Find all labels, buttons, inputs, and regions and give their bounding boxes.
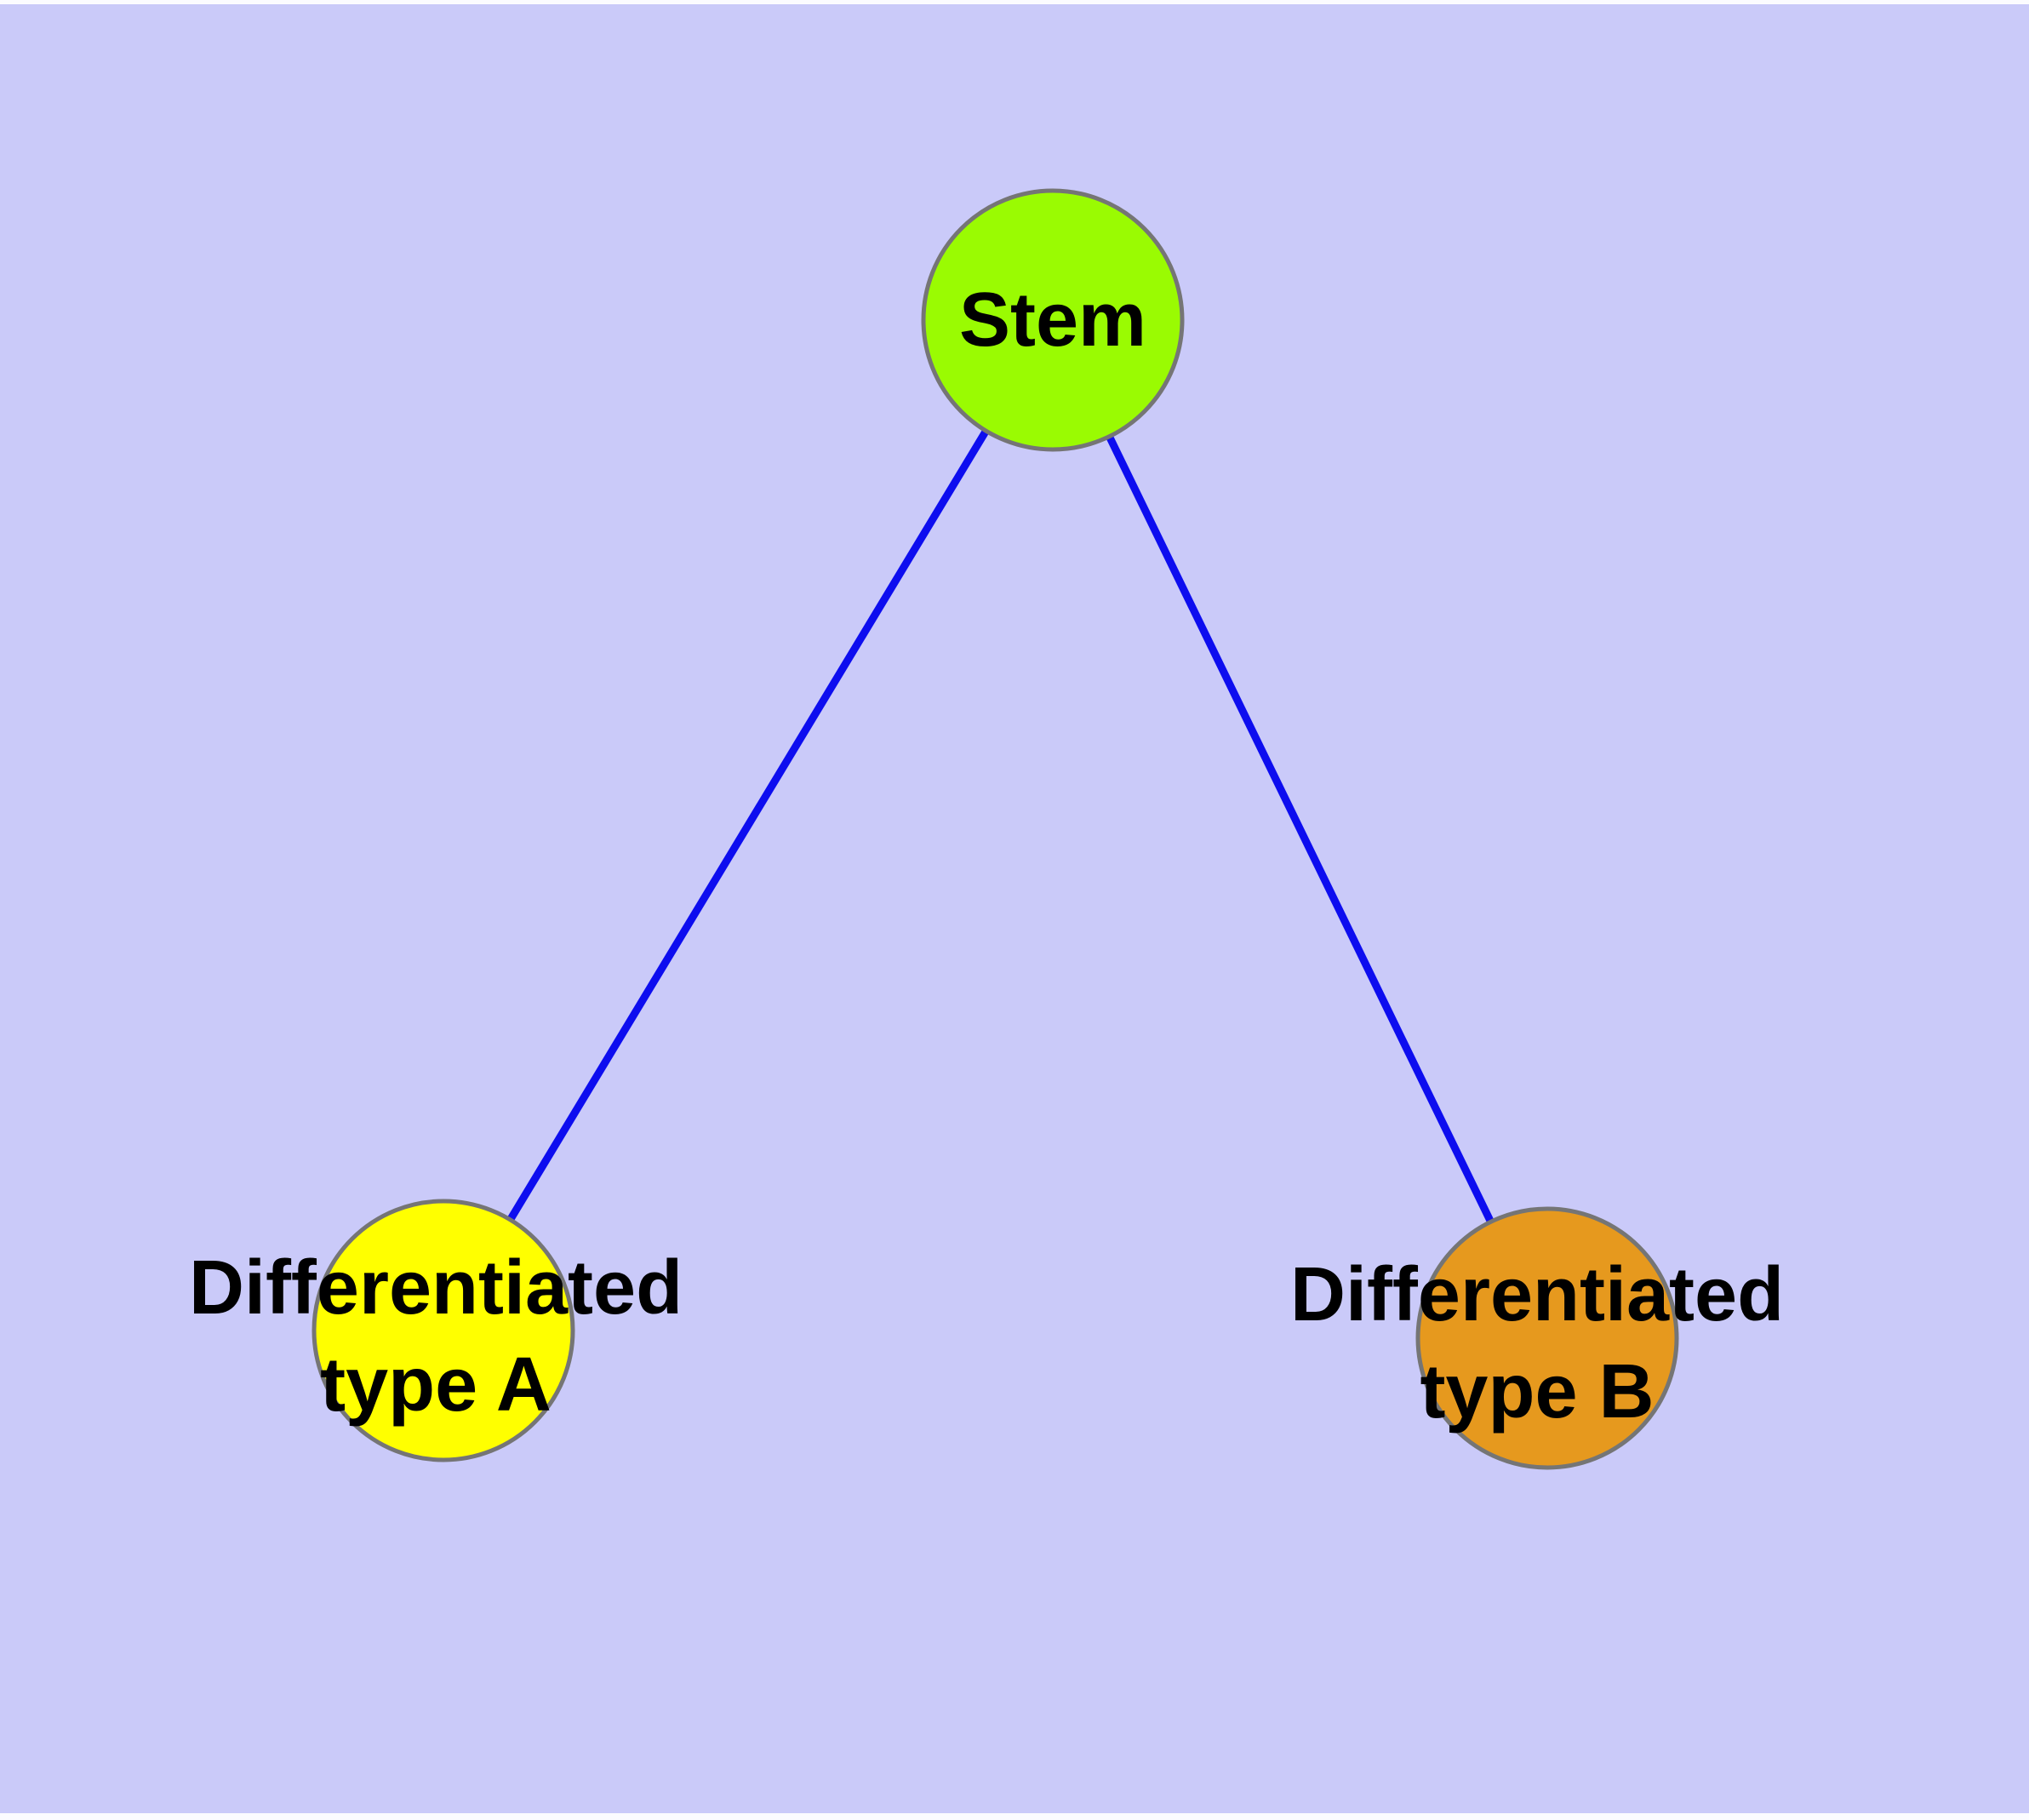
stem-node-circle [921, 188, 1185, 452]
type-b-node [1415, 1206, 1679, 1470]
canvas-edge-bottom [0, 1813, 2029, 1820]
type-b-node-label: Differentiated type B [1290, 1246, 1784, 1440]
type-a-node-circle [311, 1199, 575, 1462]
canvas-edge-top [0, 0, 2029, 4]
type-a-label-line-1: Differentiated [188, 1245, 683, 1331]
edge-stem-to-type-b [1049, 318, 1552, 1340]
type-b-label-line-1: Differentiated [1289, 1252, 1785, 1337]
type-a-node-label: Differentiated type A [189, 1239, 683, 1434]
type-b-node-circle [1415, 1206, 1679, 1470]
stem-node-label: Stem [958, 278, 1147, 363]
type-b-label-line-2: type B [1420, 1349, 1655, 1434]
type-a-label-line-2: type A [320, 1342, 552, 1428]
type-a-node [311, 1199, 575, 1462]
stem-node [921, 188, 1185, 452]
edge-stem-to-type-a [440, 318, 1056, 1333]
